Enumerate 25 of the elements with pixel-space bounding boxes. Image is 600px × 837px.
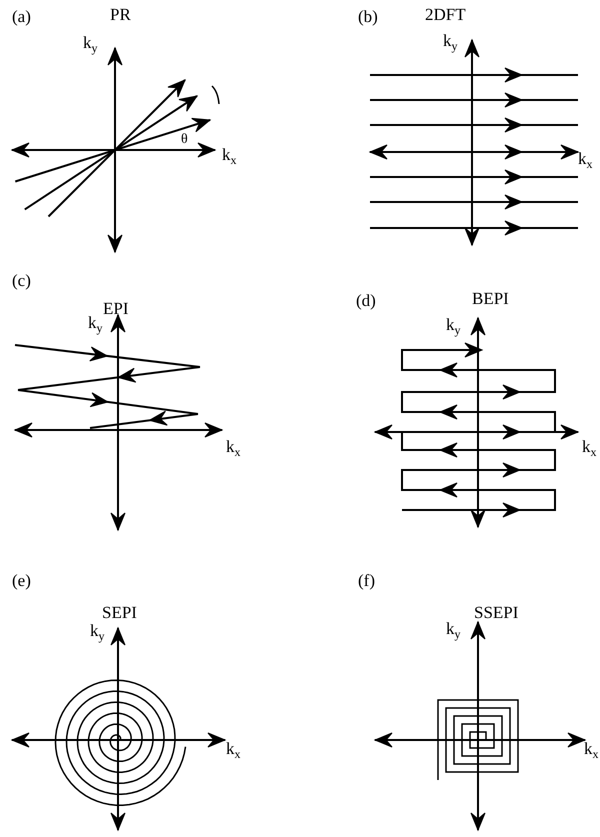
axis-label: k$_{y}$ [446, 620, 460, 640]
axis-label: k$_{x}$ [578, 150, 592, 170]
axis-label: k$_{y}$ [446, 316, 460, 336]
axis-label: k$_{x}$ [226, 438, 240, 458]
axis-label: k$_{y}$ [443, 32, 458, 52]
angle-label: θ [181, 133, 188, 147]
axis-label: k$_{y}$ [88, 314, 102, 334]
axis-label: k$_{x}$ [584, 740, 598, 760]
panel-letter: (b) [358, 8, 378, 25]
panel-letter: (f) [358, 572, 375, 589]
axis-label: k$_{x}$ [222, 146, 236, 166]
axis-label: k$_{y}$ [90, 622, 104, 642]
panel-title: SSEPI [474, 604, 518, 621]
axis-label: k$_{x}$ [226, 740, 240, 760]
panel-title: EPI [103, 300, 128, 317]
panel-letter: (e) [12, 572, 31, 589]
panel-title: SEPI [102, 604, 137, 621]
panel-title: 2DFT [425, 6, 466, 23]
panel-title: PR [110, 6, 131, 23]
panel-letter: (c) [12, 272, 31, 289]
panel-letter: (d) [356, 292, 376, 309]
panel-title: BEPI [472, 290, 509, 307]
axis-label: k$_{x}$ [582, 438, 596, 458]
axis-label: k$_{y}$ [83, 34, 98, 54]
panel-letter: (a) [12, 8, 31, 25]
